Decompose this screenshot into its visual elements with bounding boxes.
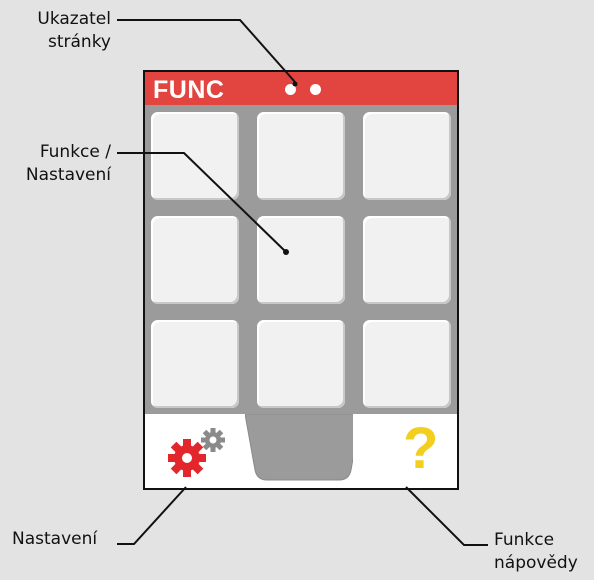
callout-page-indicator: Ukazatel stránky [20,8,111,54]
callout-help-function: Funkce nápovědy [494,529,578,575]
leader-help-function [405,486,488,546]
function-tile-6[interactable] [363,216,451,304]
help-button[interactable]: ? [353,414,457,488]
callout-help-function-line1: Funkce [494,530,555,550]
callout-function-setting-line1: Funkce / [39,142,111,162]
device-screen: FUNC [143,70,459,490]
leader-settings [117,486,187,545]
callout-help-function-line2: nápovědy [494,553,578,573]
function-tile-4[interactable] [151,216,239,304]
leader-function-setting [117,152,287,253]
page-indicator-dot-2[interactable] [310,84,321,95]
function-tile-2[interactable] [257,112,345,200]
header-bar: FUNC [145,72,457,105]
settings-button[interactable] [145,414,249,488]
callout-page-indicator-line1: Ukazatel [37,9,111,29]
callout-page-indicator-line2: stránky [47,32,111,52]
callout-function-setting-line2: Nastavení [25,165,111,185]
function-tile-3[interactable] [363,112,451,200]
question-mark-icon: ? [403,416,439,481]
header-title: FUNC [153,76,225,104]
page-indicator-dot-1[interactable] [285,84,296,95]
callout-settings-line1: Nastavení [12,529,98,549]
callout-function-setting: Funkce / Nastavení [10,141,111,187]
function-tile-7[interactable] [151,320,239,408]
function-tile-9[interactable] [363,320,451,408]
function-tile-8[interactable] [257,320,345,408]
leader-dot-page-indicator [292,81,298,87]
function-tile-1[interactable] [151,112,239,200]
function-tile-5[interactable] [257,216,345,304]
callout-settings: Nastavení [12,528,97,551]
center-tab[interactable] [245,414,361,488]
leader-page-indicator [117,19,296,83]
leader-dot-function-setting [283,249,289,255]
bottom-bar: ? [145,414,457,488]
gears-icon [168,428,225,477]
